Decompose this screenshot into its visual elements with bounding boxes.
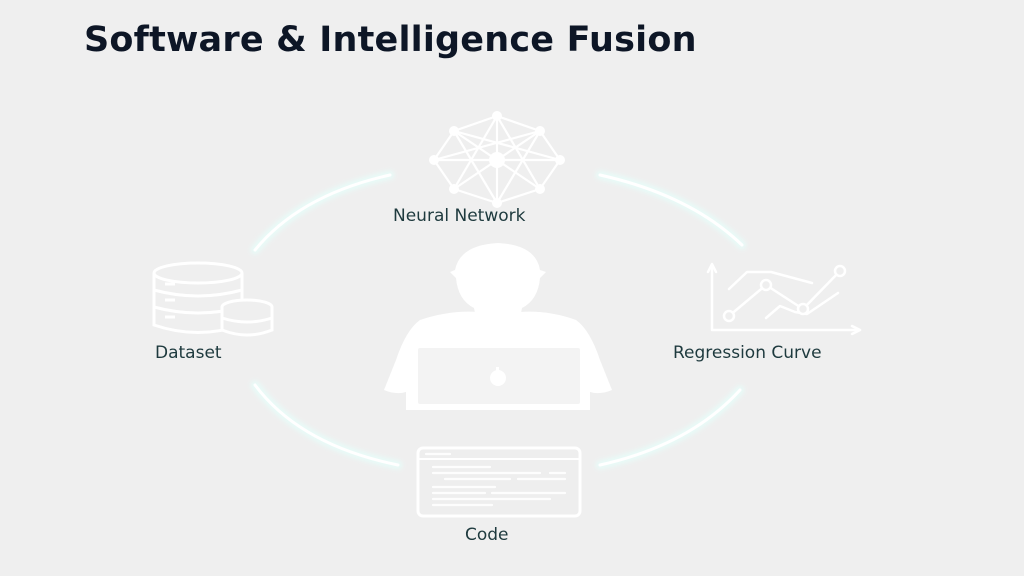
page-title: Software & Intelligence Fusion: [84, 20, 697, 60]
node-label-code: Code: [465, 525, 509, 545]
node-label-neural-network: Neural Network: [393, 206, 526, 226]
node-label-regression-curve: Regression Curve: [673, 343, 822, 363]
node-label-dataset: Dataset: [155, 343, 222, 363]
